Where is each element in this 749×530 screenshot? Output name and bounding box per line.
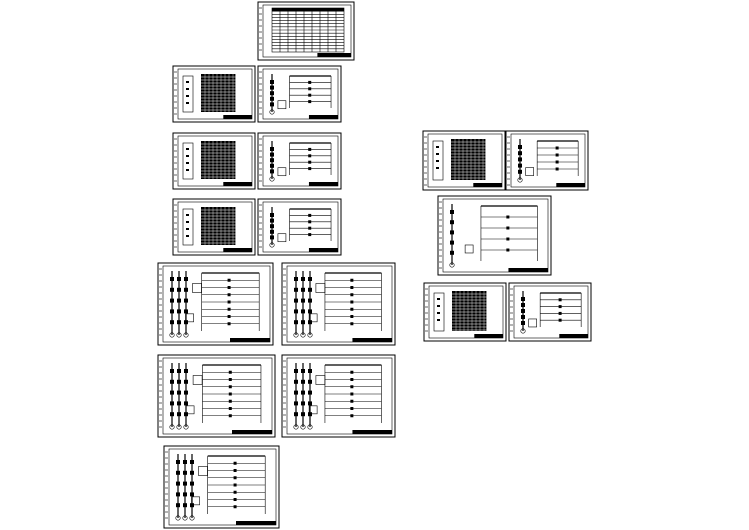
drawing-sheet-wire[interactable]	[163, 445, 280, 529]
drawing-sheet-schem[interactable]	[257, 198, 342, 256]
drawing-sheet-schem[interactable]	[257, 65, 342, 123]
drawing-sheet-index[interactable]	[257, 1, 355, 61]
drawing-sheet-wire[interactable]	[281, 262, 396, 346]
drawing-sheet-schem[interactable]	[257, 132, 342, 190]
drawing-sheet-schem[interactable]	[437, 195, 552, 276]
drawing-sheet-elev[interactable]	[423, 282, 507, 342]
drawing-sheet-wire[interactable]	[157, 262, 274, 346]
drawing-sheet-elev[interactable]	[172, 198, 256, 256]
drawing-sheet-schem[interactable]	[505, 130, 589, 191]
drawing-sheet-wire[interactable]	[157, 354, 276, 438]
drawing-sheet-elev[interactable]	[422, 130, 506, 191]
drawing-sheet-elev[interactable]	[172, 65, 256, 123]
drawing-sheet-wire[interactable]	[281, 354, 396, 438]
drawing-sheet-schem[interactable]	[508, 282, 592, 342]
drawing-sheet-elev[interactable]	[172, 132, 256, 190]
